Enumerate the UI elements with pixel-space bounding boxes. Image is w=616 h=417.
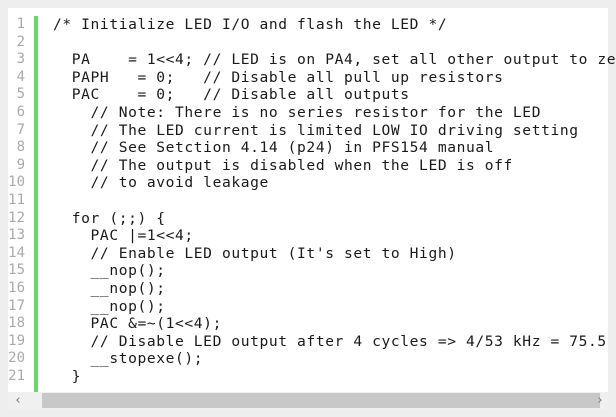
line-number: 17 [8, 297, 25, 314]
code-line[interactable]: 15 __nop(); [8, 262, 608, 280]
line-number: 9 [16, 156, 25, 173]
code-line[interactable]: 10 // to avoid leakage [8, 174, 608, 192]
code-text[interactable]: __stopexe(); [53, 350, 204, 368]
code-text[interactable]: for (;;) { [53, 209, 166, 227]
line-number: 2 [16, 33, 25, 50]
code-line[interactable]: 12 for (;;) { [8, 210, 608, 228]
code-text[interactable]: PAC |=1<<4; [53, 227, 194, 245]
code-line[interactable]: 21 } [8, 368, 608, 386]
code-text[interactable]: // See Setction 4.14 (p24) in PFS154 man… [53, 139, 495, 157]
scroll-left-icon[interactable]: ‹ [15, 393, 21, 408]
code-lines[interactable]: 1 /* Initialize LED I/O and flash the LED… [8, 16, 616, 386]
code-line[interactable]: 5 PAC = 0; // Disable all outputs [8, 86, 608, 104]
code-text[interactable]: PAC = 0; // Disable all outputs [53, 86, 410, 104]
line-number: 19 [8, 332, 25, 349]
line-number: 8 [16, 139, 25, 156]
code-line[interactable]: 2 [8, 34, 608, 52]
code-text[interactable]: } [53, 367, 82, 385]
code-line[interactable]: 14 // Enable LED output (It's set to Hig… [8, 245, 608, 263]
code-text[interactable]: // Disable LED output after 4 cycles => … [53, 332, 616, 350]
line-number: 20 [8, 350, 25, 367]
line-number: 13 [8, 227, 25, 244]
code-text[interactable]: // to avoid leakage [53, 174, 269, 192]
code-line[interactable]: 20 __stopexe(); [8, 350, 608, 368]
line-number: 4 [16, 68, 25, 85]
code-text[interactable]: __nop(); [53, 297, 166, 315]
line-number: 7 [16, 121, 25, 138]
code-text[interactable]: PAPH = 0; // Disable all pull up resisto… [53, 68, 504, 86]
change-marker-bar [34, 16, 38, 393]
code-line[interactable]: 8 // See Setction 4.14 (p24) in PFS154 m… [8, 139, 608, 157]
line-number: 15 [8, 262, 25, 279]
code-line[interactable]: 7 // The LED current is limited LOW IO d… [8, 122, 608, 140]
line-number: 6 [16, 103, 25, 120]
code-line[interactable]: 18 PAC &=~(1<<4); [8, 315, 608, 333]
code-line[interactable]: 16 __nop(); [8, 280, 608, 298]
line-number: 14 [8, 244, 25, 261]
code-line[interactable]: 6 // Note: There is no series resistor f… [8, 104, 608, 122]
code-text[interactable]: PA = 1<<4; // LED is on PA4, set all oth… [53, 51, 616, 69]
code-text[interactable]: // Note: There is no series resistor for… [53, 103, 542, 121]
code-line[interactable]: 13 PAC |=1<<4; [8, 227, 608, 245]
line-number: 5 [16, 86, 25, 103]
code-text[interactable]: // The LED current is limited LOW IO dri… [53, 121, 579, 139]
code-text[interactable]: __nop(); [53, 279, 166, 297]
code-line[interactable]: 11 [8, 192, 608, 210]
horizontal-scrollbar[interactable]: ‹ › [8, 392, 608, 410]
code-line[interactable]: 3 PA = 1<<4; // LED is on PA4, set all o… [8, 51, 616, 69]
scrollbar-thumb[interactable] [42, 393, 600, 408]
line-number: 21 [8, 367, 25, 384]
code-text[interactable]: // The output is disabled when the LED i… [53, 156, 513, 174]
code-editor[interactable]: 1 /* Initialize LED I/O and flash the LED… [8, 8, 616, 393]
line-number: 18 [8, 315, 25, 332]
code-line[interactable]: 4 PAPH = 0; // Disable all pull up resis… [8, 69, 608, 87]
code-line[interactable]: 9 // The output is disabled when the LED… [8, 157, 608, 175]
line-number: 11 [8, 191, 25, 208]
scroll-right-icon[interactable]: › [597, 393, 603, 408]
code-line[interactable]: 1 /* Initialize LED I/O and flash the LED… [8, 16, 608, 34]
code-text[interactable]: // Enable LED output (It's set to High) [53, 244, 457, 262]
code-line[interactable]: 19 // Disable LED output after 4 cycles … [8, 333, 608, 351]
line-number: 10 [8, 174, 25, 191]
code-text[interactable]: __nop(); [53, 262, 166, 280]
line-number: 1 [16, 16, 25, 32]
line-number: 12 [8, 209, 25, 226]
line-number: 3 [16, 51, 25, 68]
line-number: 16 [8, 279, 25, 296]
code-line[interactable]: 17 __nop(); [8, 298, 608, 316]
code-text[interactable]: PAC &=~(1<<4); [53, 315, 222, 333]
code-text[interactable]: /* Initialize LED I/O and flash the LED … [53, 16, 448, 33]
